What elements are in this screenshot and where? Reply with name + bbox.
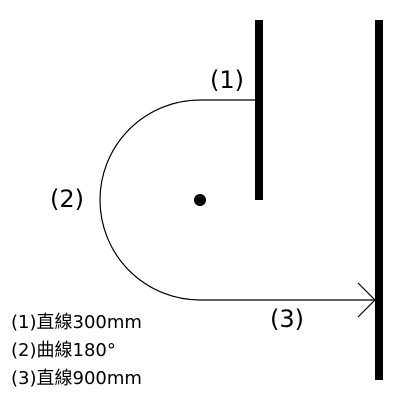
arrowhead xyxy=(357,282,376,318)
legend: (1)直線300mm (2)曲線180° (3)直線900mm xyxy=(11,309,142,393)
label-straight-3: (3) xyxy=(270,305,304,333)
label-curve-2: (2) xyxy=(50,185,84,213)
short-wall xyxy=(255,20,263,200)
center-point xyxy=(194,194,206,206)
legend-item-straight-1: (1)直線300mm xyxy=(11,312,142,333)
route-path xyxy=(99,99,375,301)
label-straight-1: (1) xyxy=(210,66,244,94)
long-wall xyxy=(375,20,383,380)
legend-item-curve-2: (2)曲線180° xyxy=(11,340,116,361)
legend-item-straight-3: (3)直線900mm xyxy=(11,368,142,389)
